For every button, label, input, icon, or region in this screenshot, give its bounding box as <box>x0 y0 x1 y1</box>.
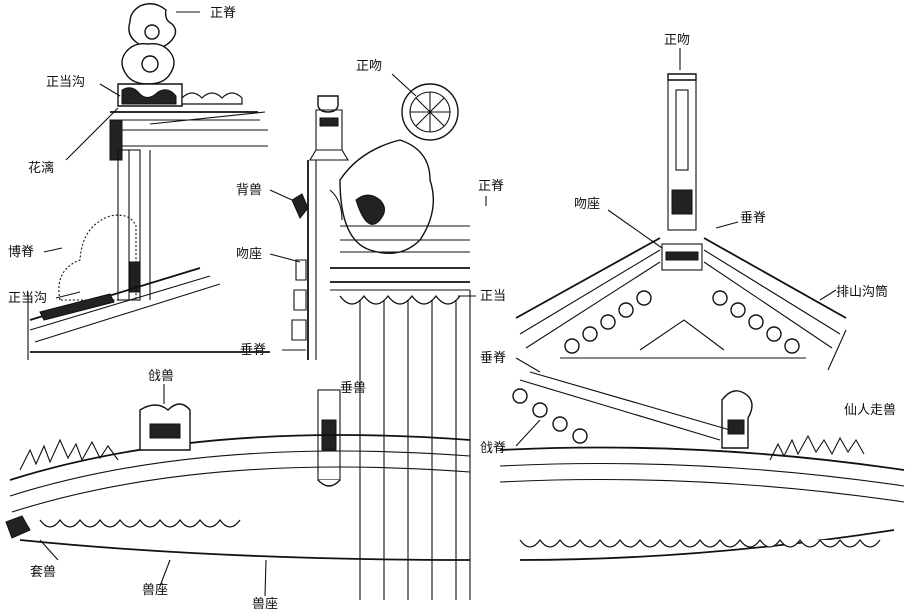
label-wenzuo-right: 吻座 <box>574 197 600 212</box>
leader-lines <box>39 11 847 597</box>
label-wenzuo-mid: 吻座 <box>236 247 262 262</box>
label-chuishou: 垂兽 <box>340 381 366 396</box>
label-beishou: 背兽 <box>236 183 262 198</box>
label-zhengdanggou-top: 正当沟 <box>46 75 85 90</box>
side-ridge-elevation <box>291 83 471 600</box>
label-huatiao: 花漓 <box>28 160 54 176</box>
label-shouzuo-bottom: 兽座 <box>252 597 278 609</box>
label-zhengdang: 正当 <box>480 289 506 304</box>
label-taoshou: 套兽 <box>30 564 56 580</box>
label-qiangshou: 戗兽 <box>148 369 174 384</box>
labels: 正脊 正当沟 花漓 博脊 正当沟 正吻 背兽 吻座 正脊 正当 垂脊 垂兽 戗兽… <box>8 6 896 609</box>
main-ridge-section <box>27 3 270 360</box>
label-boji: 博脊 <box>8 245 34 260</box>
label-zhengwen-mid: 正吻 <box>356 59 382 74</box>
label-chuiji-right: 垂脊 <box>740 211 766 226</box>
label-zhengwen-right: 正吻 <box>664 33 690 48</box>
gable-elevation <box>515 73 847 359</box>
label-zhengji-top: 正脊 <box>210 6 236 21</box>
label-chuiji-mid: 垂脊 <box>240 343 266 358</box>
eave-elevation <box>5 371 905 561</box>
label-xianren: 仙人走兽 <box>844 403 896 418</box>
label-chuiji-right-lower: 垂脊 <box>480 351 506 366</box>
label-paishangoutong: 排山沟筒 <box>836 284 888 300</box>
label-zhengdanggou-bottom: 正当沟 <box>8 291 47 306</box>
label-zhengji-mid: 正脊 <box>478 179 504 194</box>
label-shouzuo: 兽座 <box>142 583 168 598</box>
label-qiangji: 戗脊 <box>480 441 506 456</box>
